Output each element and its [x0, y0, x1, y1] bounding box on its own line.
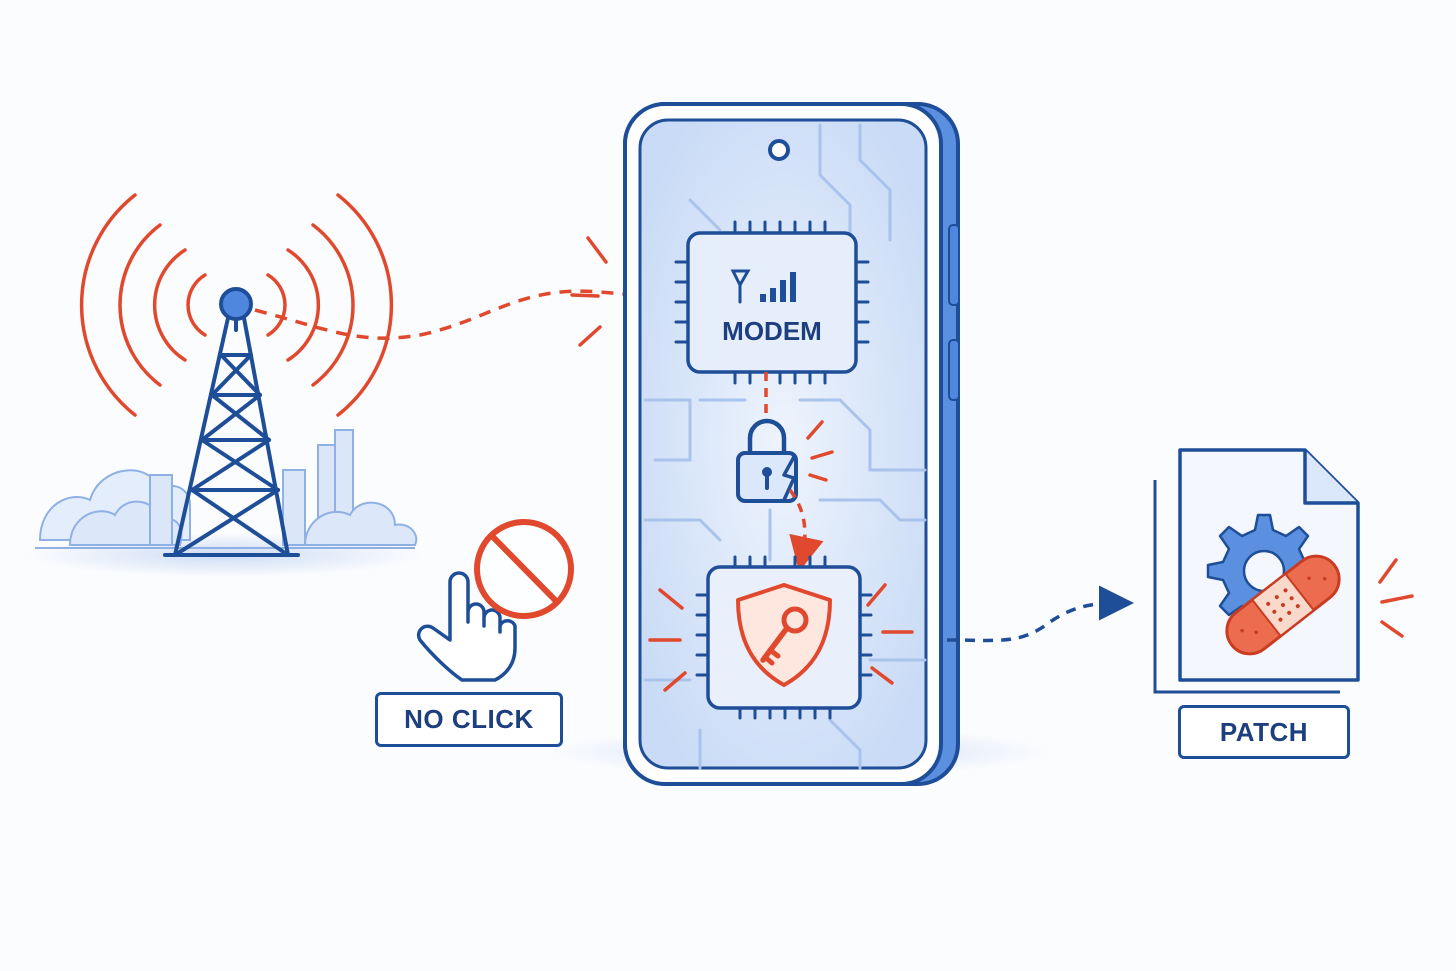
bandage-icon: [1225, 554, 1341, 656]
patch-delivery-arrow: [946, 585, 1134, 643]
modem-chip-icon: MODEM: [674, 220, 870, 385]
antenna-icon: [730, 269, 751, 304]
lock-to-secure-path: [788, 488, 824, 572]
secure-chip-spark-icon: [648, 583, 914, 692]
patch-document-icon: [1153, 448, 1360, 694]
patch-spark-icon: [1378, 558, 1414, 638]
cell-tower-icon: [163, 287, 300, 557]
modem-label: MODEM: [722, 316, 822, 346]
attack-path-arrow: [254, 277, 674, 340]
hand-pointer-icon: [416, 571, 517, 682]
impact-spark-icon: [570, 236, 608, 347]
prohibited-icon: [474, 519, 574, 619]
signal-bars-icon: [760, 272, 796, 302]
patch-label: PATCH: [1178, 705, 1350, 759]
city-skyline-icon: [25, 429, 425, 577]
shield-key-icon: [736, 583, 832, 687]
signal-waves-icon: [79, 193, 394, 417]
no-click-label: NO CLICK: [375, 692, 563, 747]
padlock-broken-icon: [736, 418, 798, 503]
lock-spark-icon: [806, 420, 834, 482]
secure-chip-icon: [695, 555, 873, 720]
